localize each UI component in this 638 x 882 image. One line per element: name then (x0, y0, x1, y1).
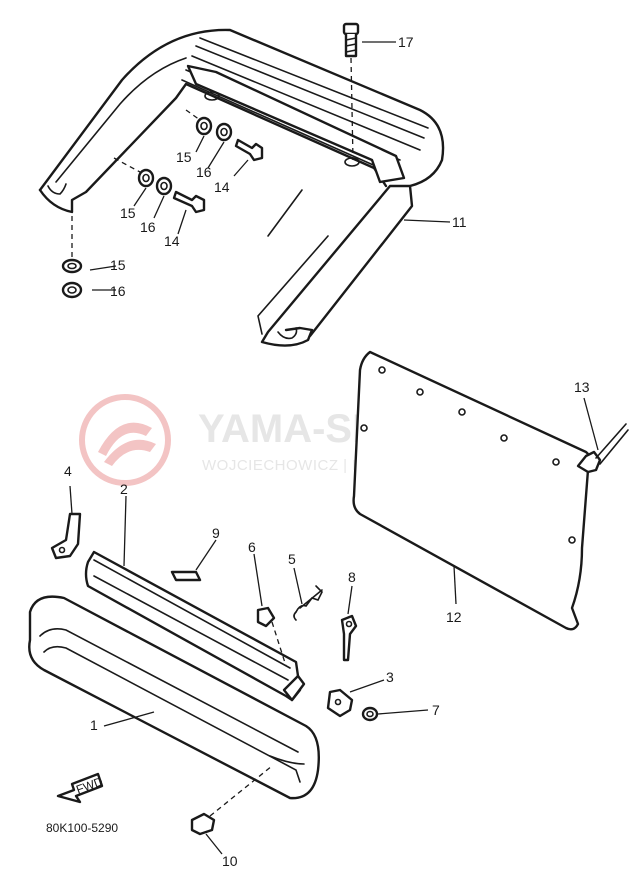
callout-15-middle: 15 (120, 205, 136, 221)
nut-16-lower (61, 281, 83, 299)
fwd-label: FWD (74, 774, 105, 797)
callout-16-upper: 16 (196, 164, 212, 180)
part-5-spring (293, 585, 323, 621)
callout-14-lower: 14 (164, 233, 180, 249)
callout-12: 12 (446, 609, 462, 625)
callout-15-lower: 15 (110, 257, 126, 273)
callout-9: 9 (212, 525, 220, 541)
washer-15-middle (137, 168, 155, 188)
callout-2: 2 (120, 481, 128, 497)
callout-6: 6 (248, 539, 256, 555)
washer-15-lower (61, 258, 83, 274)
part-10-bolt (190, 765, 273, 836)
part-13-rivet (576, 423, 629, 474)
nut-16-upper (215, 122, 233, 142)
callout-1: 1 (90, 717, 98, 733)
watermark-logo (79, 394, 171, 486)
callout-10: 10 (222, 853, 238, 869)
bolt-14-upper (234, 138, 264, 162)
part-6-screw (256, 606, 287, 667)
part-11-carrier (38, 28, 445, 347)
nut-16-middle (155, 176, 173, 196)
callouts: 17 11 15 16 14 15 16 14 15 16 13 4 2 9 6… (46, 34, 590, 869)
part-2-plate (84, 550, 306, 702)
fwd-arrow: FWD (56, 772, 105, 804)
part-1-bar (28, 595, 320, 800)
callout-4: 4 (64, 463, 72, 479)
part-8-key (340, 614, 358, 662)
callout-13: 13 (574, 379, 590, 395)
part-9-label (170, 570, 202, 582)
callout-5: 5 (288, 551, 296, 567)
washer-15-upper (195, 116, 213, 136)
callout-8: 8 (348, 569, 356, 585)
callout-17: 17 (398, 34, 414, 50)
callout-15-upper: 15 (176, 149, 192, 165)
part-12-flap (352, 350, 591, 631)
part-3-clip (326, 688, 354, 718)
callout-3: 3 (386, 669, 394, 685)
callout-16-lower: 16 (110, 283, 126, 299)
callout-14-upper: 14 (214, 179, 230, 195)
callout-16-middle: 16 (140, 219, 156, 235)
bolt-17 (342, 22, 360, 161)
callout-7: 7 (432, 702, 440, 718)
callout-11: 11 (452, 214, 467, 230)
part-7-nut (361, 706, 379, 722)
part-4-bracket (50, 512, 82, 560)
leader-lines (69, 41, 599, 855)
diagram-code: 80K100-5290 (46, 821, 118, 835)
bolt-14-lower (172, 190, 206, 214)
